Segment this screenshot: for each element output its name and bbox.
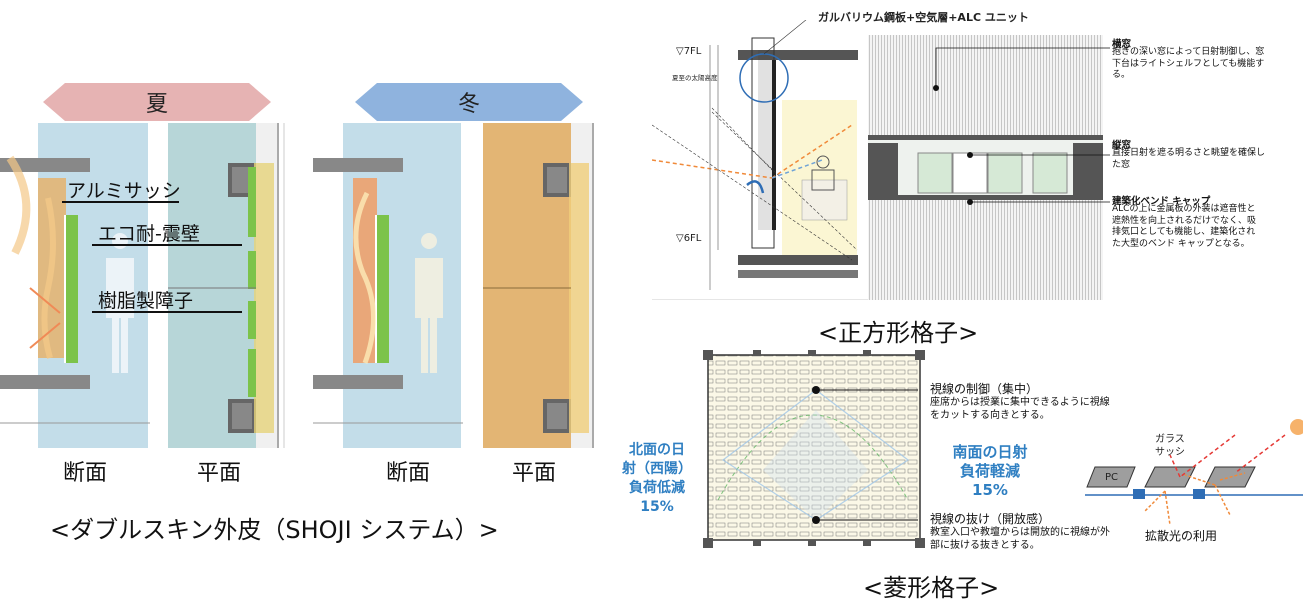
winter-section-drawing: [313, 123, 463, 448]
summer-section-drawing: [0, 123, 150, 448]
notes-leader-lines: [933, 47, 1110, 205]
callout-eco-wall-line: [92, 244, 242, 246]
callout-aluminum-sash: アルミサッシ: [67, 180, 181, 202]
winter-banner-shape: [355, 83, 583, 121]
square-lattice-elevation-drawing: [868, 35, 1103, 300]
diffuse-light-diagram: [1085, 419, 1303, 526]
sightline-control-title: 視線の制御（集中）: [930, 382, 1039, 396]
summer-label: 夏: [145, 92, 168, 117]
winter-label: 冬: [457, 92, 480, 117]
sightline-control-body: 座席からは授業に集中できるように視線をカットする向きとする。: [930, 397, 1110, 421]
note-vertical-window-title: 縦窓: [1112, 140, 1132, 151]
note-vent-cap-body: ALCの上に金属板の外装は遮音性と遮熱性を向上されるだけでなく、吸排気口としても…: [1112, 204, 1257, 249]
floor-6-label: ▽6FL: [676, 233, 702, 244]
solar-height-label: 夏至の太陽高度: [672, 74, 718, 82]
section-label-winter: 断面: [386, 461, 431, 486]
north-stat-line-4: 15%: [640, 499, 674, 515]
note-vent-cap-title: 建築化ベンド キャップ: [1112, 196, 1211, 207]
sash-label: サッシ: [1155, 447, 1185, 458]
square-lattice-caption: <正方形格子>: [818, 319, 979, 347]
square-lattice-section-drawing: [652, 20, 869, 300]
south-solar-stat: 南面の日射 負荷軽減 15%: [940, 443, 1040, 500]
plan-label-summer: 平面: [197, 461, 242, 486]
summer-plan-drawing: [168, 123, 285, 448]
diffuse-light-label: 拡散光の利用: [1145, 529, 1218, 543]
north-solar-stat: 北面の日 射（西陽） 負荷低減 15%: [617, 441, 697, 517]
callout-resin-shoji-line: [92, 311, 242, 313]
double-skin-caption: <ダブルスキン外皮（SHOJI システム）>: [50, 516, 499, 544]
winter-banner: 冬: [355, 83, 583, 121]
summer-banner-shape: [43, 83, 271, 121]
south-stat-line-3: 15%: [972, 481, 1008, 499]
note-vertical-window-body: 直接日射を遮る明るさと眺望を確保した窓: [1112, 148, 1266, 170]
note-horizontal-window-body: 抱きの深い窓によって日射制御し、窓下台はライトシェルフとしても機能する。: [1112, 47, 1265, 80]
glass-label: ガラス: [1155, 434, 1185, 445]
south-stat-line-1: 南面の日射: [952, 443, 1028, 461]
diamond-lattice-caption: <菱形格子>: [863, 574, 1000, 602]
north-stat-line-1: 北面の日: [629, 442, 685, 458]
callout-resin-shoji: 樹脂製障子: [98, 290, 194, 312]
note-horizontal-window-title: 横窓: [1112, 39, 1132, 50]
north-stat-line-3: 負荷低減: [629, 480, 685, 496]
floor-7-label: ▽7FL: [676, 46, 702, 57]
sightline-open-body: 教室入口や教壇からは開放的に視線が外部に抜ける抜きとする。: [930, 527, 1110, 551]
pc-label: PC: [1105, 472, 1119, 483]
callout-eco-wall: エコ耐-震壁: [98, 223, 200, 245]
callout-aluminum-sash-line: [62, 201, 179, 203]
galvalume-header: ガルバリウム鋼板+空気層+ALC ユニット: [818, 11, 1029, 24]
plan-label-winter: 平面: [512, 461, 557, 486]
sightline-open-title: 視線の抜け（開放感）: [930, 512, 1051, 526]
north-stat-line-2: 射（西陽）: [622, 461, 692, 477]
winter-plan-drawing: [483, 123, 594, 448]
south-stat-line-2: 負荷軽減: [959, 462, 1020, 480]
summer-banner: 夏: [43, 83, 271, 121]
section-label-summer: 断面: [63, 461, 108, 486]
classroom-plan-drawing: [703, 350, 925, 548]
